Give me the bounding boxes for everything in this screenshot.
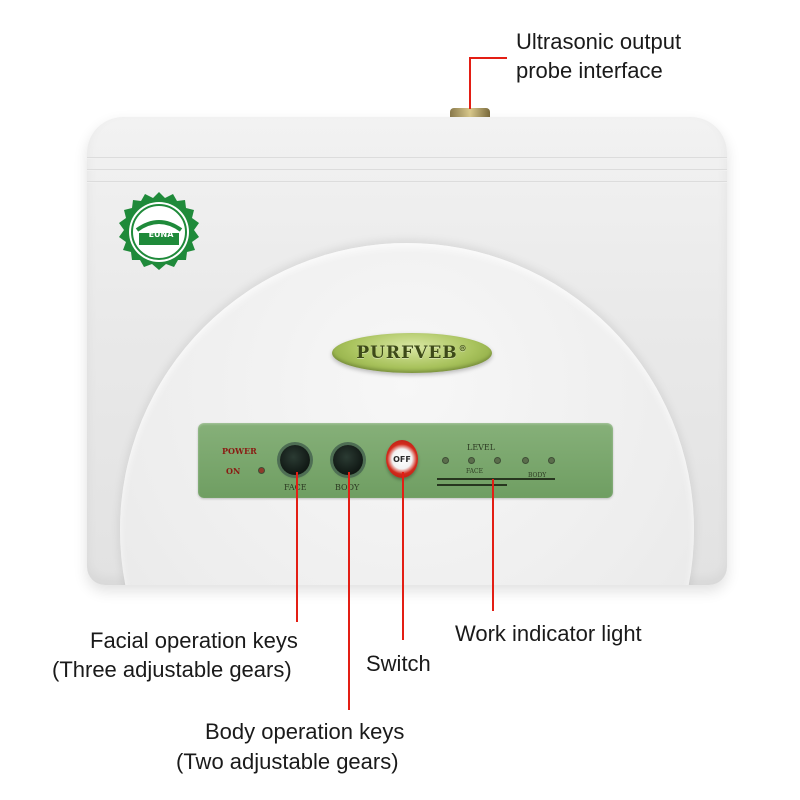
- level-label: LEVEL: [467, 443, 496, 452]
- level-led-body-1: [523, 458, 528, 463]
- callout-line-facial: [296, 472, 298, 622]
- level-body-label: BODY: [528, 472, 547, 479]
- level-led-face-3: [495, 458, 500, 463]
- callout-facial-line2: (Three adjustable gears): [52, 657, 292, 682]
- callout-line-probe: [469, 57, 471, 109]
- on-label: ON: [226, 466, 241, 476]
- callout-facial-line1: Facial operation keys: [90, 628, 298, 653]
- brand-logo-text: PURFVEB®: [356, 343, 467, 363]
- power-indicator-led: [259, 468, 264, 473]
- brand-logo: PURFVEB®: [332, 333, 492, 373]
- power-label: POWER: [222, 446, 257, 456]
- seal-label: EUNA: [148, 230, 174, 239]
- level-bar-line: [437, 484, 507, 486]
- vent-groove: [87, 169, 727, 171]
- front-dome: [120, 243, 694, 585]
- ultrasonic-device: [87, 117, 727, 585]
- certification-seal: EUNA: [115, 190, 203, 278]
- callout-switch: Switch: [366, 651, 431, 676]
- body-button[interactable]: [333, 445, 363, 475]
- body-button-label: BODY: [335, 483, 359, 492]
- off-switch-label: OFF: [393, 454, 411, 464]
- level-led-face-1: [443, 458, 448, 463]
- level-led-body-2: [549, 458, 554, 463]
- level-led-face-2: [469, 458, 474, 463]
- face-button-label: FACE: [284, 483, 307, 492]
- callout-line-probe: [469, 57, 507, 59]
- callout-body-line1: Body operation keys: [205, 719, 405, 744]
- registered-mark: ®: [458, 343, 468, 353]
- off-switch-button[interactable]: OFF: [386, 440, 418, 478]
- face-button[interactable]: [280, 445, 310, 475]
- level-face-label: FACE: [466, 468, 483, 475]
- level-bar-line: [437, 478, 555, 480]
- callout-line-indicator: [492, 479, 494, 611]
- brand-name: PURFVEB: [356, 343, 458, 363]
- callout-line-switch: [402, 472, 404, 640]
- seal-icon: [119, 192, 199, 270]
- callout-body-line2: (Two adjustable gears): [176, 749, 399, 774]
- callout-line-body: [348, 472, 350, 710]
- callout-probe-line2: probe interface: [516, 58, 663, 83]
- callout-indicator: Work indicator light: [455, 621, 642, 646]
- vent-groove: [87, 181, 727, 183]
- vent-groove: [87, 157, 727, 159]
- callout-probe-line1: Ultrasonic output: [516, 29, 682, 54]
